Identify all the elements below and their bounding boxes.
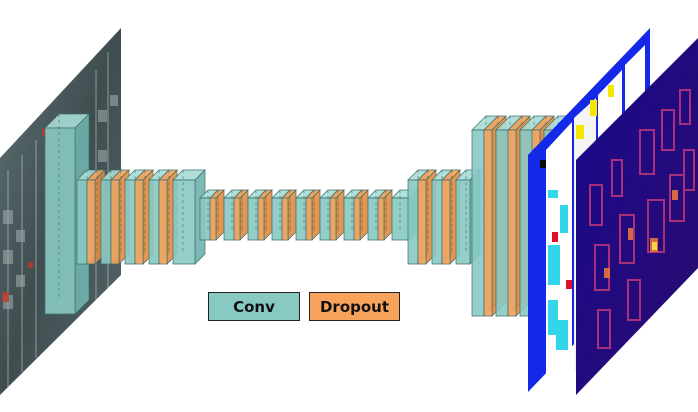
dropout-block: [377, 189, 393, 241]
dropout-block: [281, 189, 297, 241]
conv-block: [172, 169, 206, 265]
dropout-block: [329, 189, 345, 241]
legend-conv-label: Conv: [233, 297, 275, 316]
heatmap-output-panel: [576, 38, 698, 395]
network-blocks: [44, 113, 569, 317]
legend-dropout-label: Dropout: [319, 297, 390, 316]
dropout-block: [305, 189, 321, 241]
dropout-block: [353, 189, 369, 241]
legend-dropout: Dropout: [309, 292, 400, 321]
dropout-block: [233, 189, 249, 241]
dropout-block: [257, 189, 273, 241]
dropout-block: [134, 169, 154, 265]
legend-conv: Conv: [208, 292, 300, 321]
dropout-block: [209, 189, 225, 241]
